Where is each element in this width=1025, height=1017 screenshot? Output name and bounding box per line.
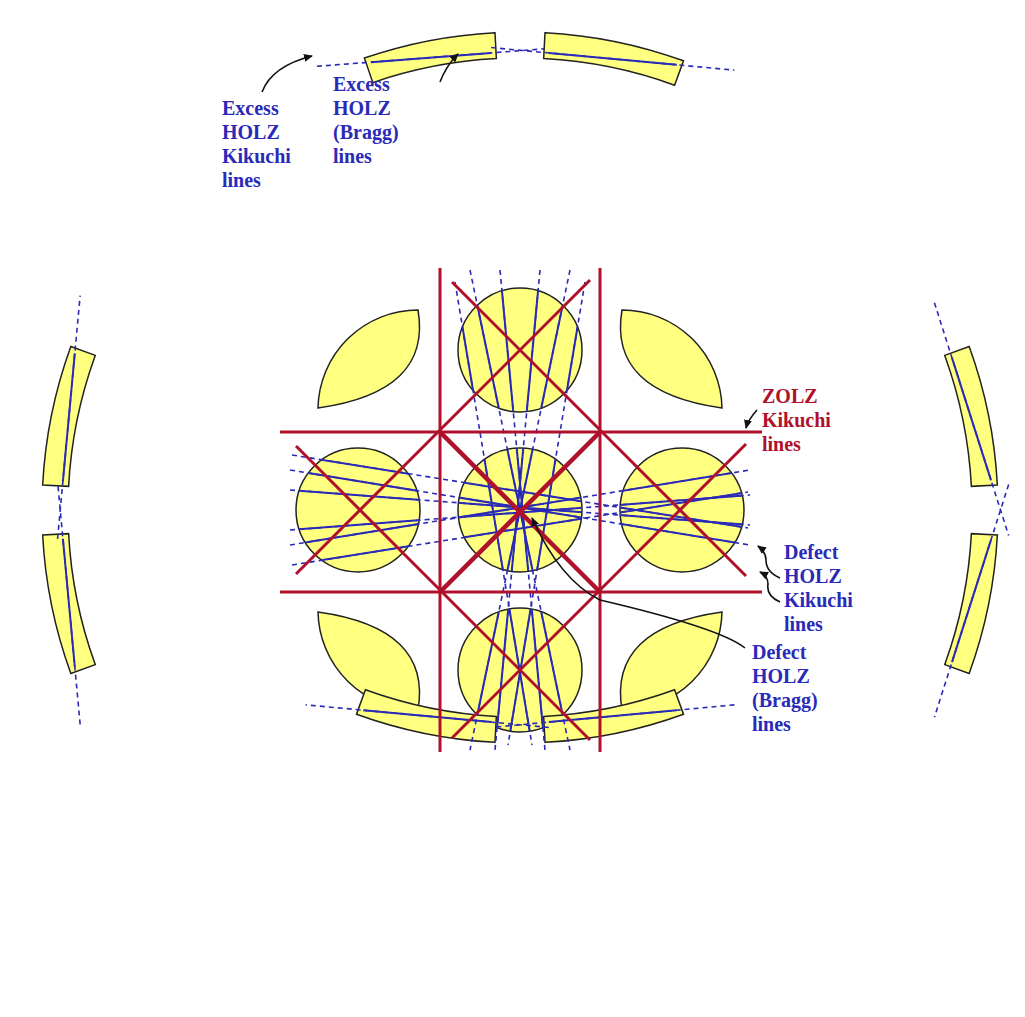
holz-ring-segment xyxy=(43,347,96,487)
holz-bragg-line xyxy=(292,455,748,528)
kikuchi-line xyxy=(280,431,762,434)
excess-kikuchi-line xyxy=(58,481,81,724)
holz-lines xyxy=(290,270,750,750)
leader-arrow xyxy=(440,54,458,82)
leader-lines xyxy=(262,54,780,648)
kikuchi-line xyxy=(439,268,442,752)
kikuchi-line xyxy=(296,446,590,740)
zolz-kikuchi-lines xyxy=(280,268,762,752)
kikuchi-line xyxy=(452,282,746,576)
kikuchi-line xyxy=(280,591,762,594)
zolz-disks xyxy=(296,288,744,732)
holz-ring-segment xyxy=(945,347,998,487)
holz-kikuchi-line xyxy=(292,455,748,528)
kikuchi-diamond xyxy=(440,432,600,592)
holz-ring-segment xyxy=(945,534,998,674)
leader-arrow xyxy=(760,572,780,602)
holz-ring-segment xyxy=(544,33,684,86)
excess-kikuchi-line xyxy=(934,303,1008,536)
excess-bragg-line xyxy=(63,353,75,481)
callout-label: Defect HOLZ (Bragg) lines xyxy=(752,640,818,736)
leader-arrow xyxy=(532,518,745,648)
excess-bragg-line xyxy=(63,539,75,667)
excess-bragg-line xyxy=(952,358,991,480)
callout-label: ZOLZ Kikuchi lines xyxy=(762,384,831,456)
excess-kikuchi-line xyxy=(58,296,81,539)
kikuchi-line xyxy=(599,268,602,752)
holz-ring-segment xyxy=(43,534,96,674)
leader-arrow xyxy=(746,410,757,428)
kikuchi-line xyxy=(296,280,590,574)
holz-kikuchi-line xyxy=(292,492,748,565)
excess-kikuchi-line xyxy=(317,49,545,67)
holz-bragg-lines xyxy=(290,270,750,750)
excess-bragg-line xyxy=(371,53,491,62)
petal-disk xyxy=(318,310,420,408)
excess-kikuchi-line xyxy=(491,48,734,71)
holz-bragg-line xyxy=(292,492,748,565)
excess-bragg-line xyxy=(549,53,677,65)
excess-bragg-line xyxy=(952,540,991,662)
excess-kikuchi-line xyxy=(934,485,1008,718)
callout-label: Excess HOLZ Kikuchi lines xyxy=(222,96,291,192)
petal-disk xyxy=(620,310,722,408)
leader-arrow xyxy=(262,56,312,92)
callout-label: Excess HOLZ (Bragg) lines xyxy=(333,72,399,168)
callout-label: Defect HOLZ Kikuchi lines xyxy=(784,540,853,636)
